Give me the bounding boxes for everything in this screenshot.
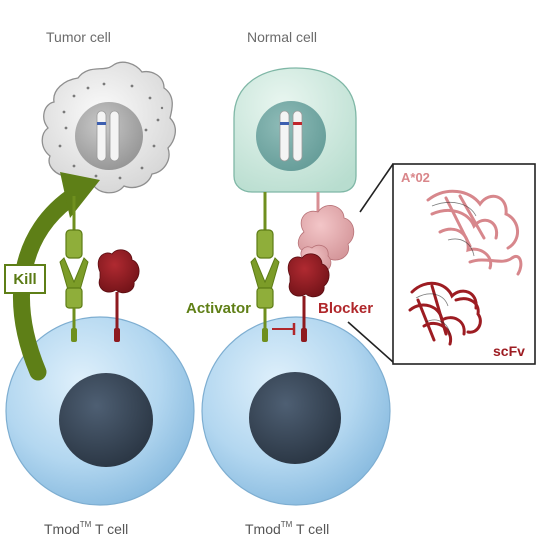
tumor-cell-label: Tumor cell bbox=[46, 29, 111, 45]
a02-label: A*02 bbox=[401, 170, 430, 185]
tcell-left bbox=[5, 316, 195, 506]
blocker-receptor-left bbox=[97, 249, 140, 342]
normal-cell bbox=[233, 67, 357, 193]
tumor-cell bbox=[41, 61, 176, 194]
tcell-right-label: TmodTM T cell bbox=[245, 520, 330, 537]
zoom-line-bottom bbox=[347, 321, 394, 363]
activator-receptor-left bbox=[59, 196, 89, 342]
activator-label: Activator bbox=[186, 300, 252, 317]
normal-cell-label: Normal cell bbox=[247, 29, 318, 45]
tcell-right bbox=[201, 316, 391, 506]
structure-inset bbox=[392, 163, 536, 365]
kill-label: Kill bbox=[4, 264, 46, 294]
blocker-receptor-right bbox=[287, 253, 330, 342]
hla-a02-ribbon bbox=[426, 189, 523, 276]
tcell-left-label: TmodTM T cell bbox=[44, 520, 129, 537]
scfv-label: scFv bbox=[493, 343, 525, 359]
blocker-label: Blocker bbox=[318, 300, 374, 317]
activator-receptor-right bbox=[250, 192, 280, 342]
inhibition-symbol bbox=[272, 323, 296, 335]
zoom-line-top bbox=[359, 163, 394, 213]
